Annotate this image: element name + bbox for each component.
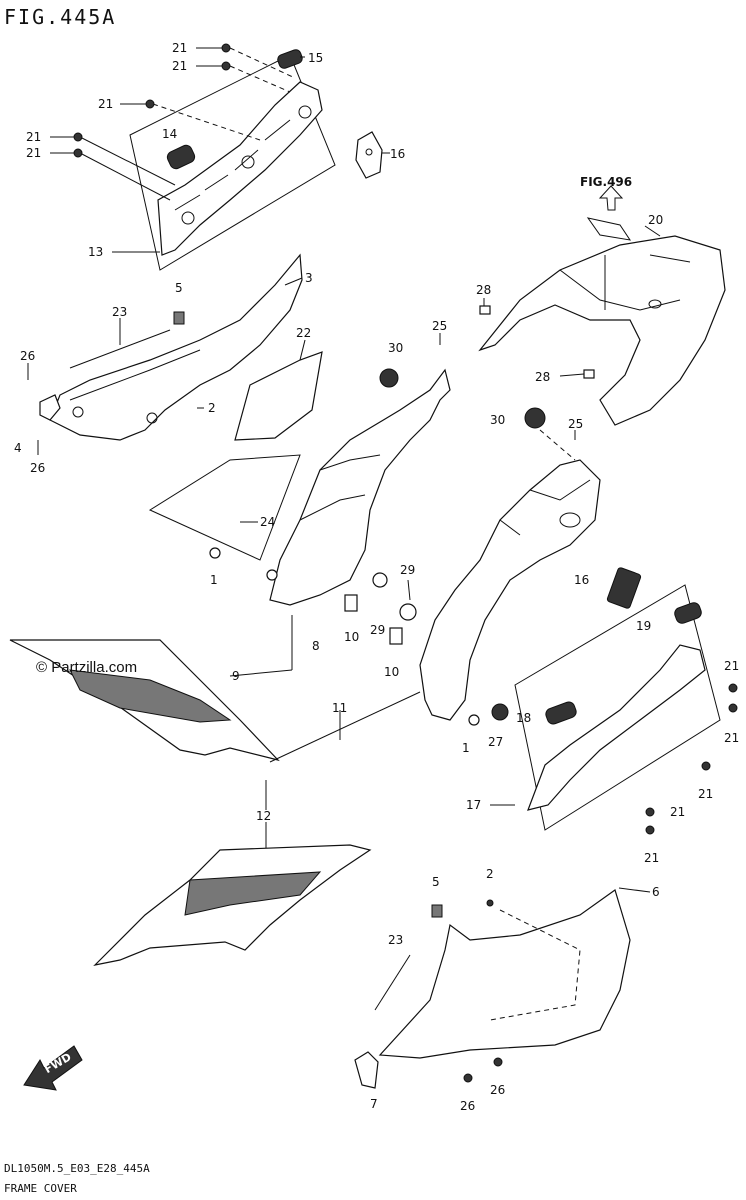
label-12: 12: [256, 809, 271, 823]
label-26a: 26: [20, 349, 35, 363]
label-20: 20: [648, 213, 663, 227]
label-21a: 21: [172, 41, 187, 55]
footer-title: FRAME COVER: [4, 1182, 77, 1195]
label-26c: 26: [490, 1083, 505, 1097]
leader-lines: [27, 47, 661, 893]
strip-23a: [69, 329, 171, 369]
damper-14: [166, 144, 196, 170]
rear-cover-20: [478, 185, 726, 426]
washer-1b: [468, 714, 480, 726]
watermark: © Partzilla.com: [36, 659, 137, 676]
label-3: 3: [305, 271, 313, 285]
label-21i: 21: [670, 805, 685, 819]
washer-29b: [399, 603, 417, 621]
label-5a: 5: [175, 281, 183, 295]
forward-arrow: FWD: [23, 1045, 83, 1091]
damper-16b: [606, 567, 642, 609]
label-5b: 5: [432, 875, 440, 889]
label-10b: 10: [384, 665, 399, 679]
label-23a: 23: [112, 305, 127, 319]
fig-496-ref: FIG.496: [580, 175, 632, 189]
spacer-10b: [389, 627, 403, 645]
assembly-box-13: [129, 54, 336, 271]
label-25a: 25: [432, 319, 447, 333]
lower-side-cover: [354, 889, 631, 1089]
label-28a: 28: [476, 283, 491, 297]
label-21j: 21: [644, 851, 659, 865]
label-26b: 26: [30, 461, 45, 475]
bracket-17: [527, 644, 706, 811]
grommet-30b: [524, 407, 546, 429]
damper-19: [674, 602, 702, 624]
label-21g: 21: [724, 731, 739, 745]
label-8: 8: [312, 639, 320, 653]
damper-15: [277, 49, 303, 69]
label-15: 15: [308, 51, 323, 65]
frame-cover-8: [209, 368, 451, 612]
washer-29a: [372, 572, 388, 588]
label-24: 24: [260, 515, 275, 529]
label-21f: 21: [724, 659, 739, 673]
washer-1a: [209, 547, 221, 559]
fig-ref-arrow: [598, 185, 624, 211]
label-21e: 21: [26, 146, 41, 160]
label-28b: 28: [535, 370, 550, 384]
label-13: 13: [88, 245, 103, 259]
frame-cover-11: [389, 407, 601, 726]
label-29b: 29: [370, 623, 385, 637]
panel-22: [234, 351, 323, 441]
label-22: 22: [296, 326, 311, 340]
label-9: 9: [232, 669, 240, 683]
label-17: 17: [466, 798, 481, 812]
bracket-13: [157, 81, 323, 256]
label-2b: 2: [486, 867, 494, 881]
label-25b: 25: [568, 417, 583, 431]
decal-stripes: [9, 639, 421, 966]
label-14: 14: [162, 127, 177, 141]
clip-5b: [431, 904, 443, 918]
side-cover-6: [378, 889, 631, 1059]
label-1a: 1: [210, 573, 218, 587]
figure-title: FIG.445A: [4, 5, 116, 29]
label-1b: 1: [462, 741, 470, 755]
spacer-10a: [344, 594, 358, 612]
label-21c: 21: [98, 97, 113, 111]
clip-5a: [173, 311, 185, 325]
label-23b: 23: [388, 933, 403, 947]
assembly-box-17: [514, 584, 721, 831]
label-21d: 21: [26, 130, 41, 144]
label-21h: 21: [698, 787, 713, 801]
label-21b: 21: [172, 59, 187, 73]
label-26d: 26: [460, 1099, 475, 1113]
label-4: 4: [14, 441, 22, 455]
label-7: 7: [370, 1097, 378, 1111]
footer-code: DL1050M.5_E03_E28_445A: [4, 1162, 150, 1175]
bolt-27: [491, 703, 509, 721]
grommet-30a: [379, 368, 399, 388]
label-27: 27: [488, 735, 503, 749]
label-19: 19: [636, 619, 651, 633]
frame-cover-body-11: [419, 459, 601, 721]
rear-cover-body: [478, 235, 726, 426]
label-18: 18: [516, 711, 531, 725]
upper-left-bracket-assembly: [73, 43, 383, 271]
label-16: 16: [390, 147, 405, 161]
label-29a: 29: [400, 563, 415, 577]
label-16b: 16: [574, 573, 589, 587]
right-bracket-assembly-17: [514, 567, 738, 835]
piece-4: [39, 394, 61, 421]
side-cover-3: [49, 253, 303, 441]
label-30a: 30: [388, 341, 403, 355]
damper-18: [545, 701, 577, 725]
strip-23b: [374, 954, 411, 1011]
callout-labels: 21 21 15 21 21 21 14 16 13 20 3 28 5 23 …: [14, 41, 739, 1113]
label-10a: 10: [344, 630, 359, 644]
label-6: 6: [652, 885, 660, 899]
label-30b: 30: [490, 413, 505, 427]
label-2a: 2: [208, 401, 216, 415]
upper-left-side-cover: [39, 253, 323, 561]
piece-7: [354, 1051, 379, 1089]
label-11: 11: [332, 701, 347, 715]
